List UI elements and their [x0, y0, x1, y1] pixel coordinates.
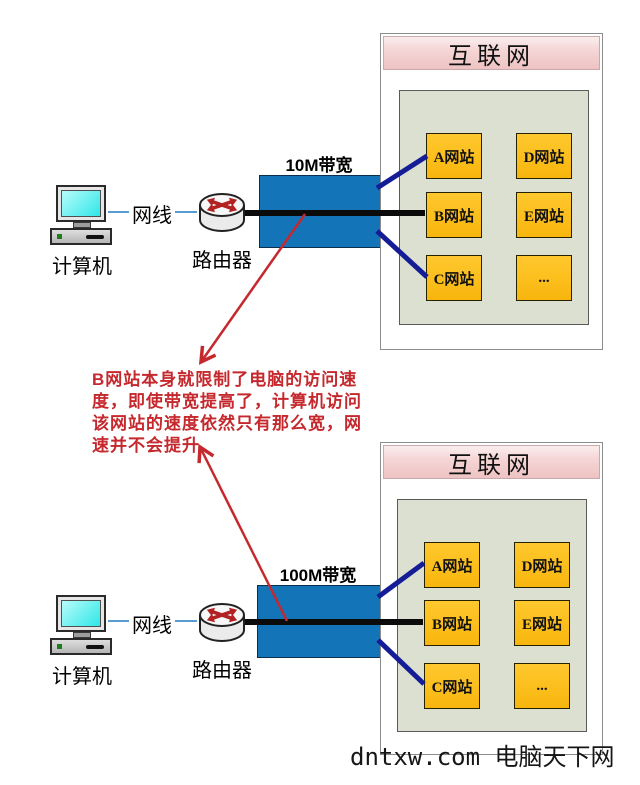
site-box-c-top: C网站 [426, 255, 482, 301]
site-box-more-top: ... [516, 255, 572, 301]
site-box-a-bottom: A网站 [424, 542, 480, 588]
internet-inner-panel-top: A网站 B网站 C网站 D网站 E网站 ... [399, 90, 589, 325]
internet-box-top: 互联网 A网站 B网站 C网站 D网站 E网站 ... [380, 33, 603, 350]
bandwidth-box-10m [259, 175, 381, 248]
internet-box-bottom: 互联网 A网站 B网站 C网站 D网站 E网站 ... [380, 442, 603, 755]
watermark-text: dntxw.com 电脑天下网 [350, 743, 615, 771]
site-box-more-bottom: ... [514, 663, 570, 709]
site-box-e-top: E网站 [516, 192, 572, 238]
internet-inner-panel-bottom: A网站 B网站 C网站 D网站 E网站 ... [397, 499, 587, 732]
site-box-b-top: B网站 [426, 192, 482, 238]
router-arrows-icon [206, 197, 238, 213]
annotation-line-2: 度，即使带宽提高了，计算机访问 [92, 392, 362, 411]
site-box-e-bottom: E网站 [514, 600, 570, 646]
monitor-screen [61, 600, 101, 627]
computer-label: 计算机 [52, 666, 112, 688]
router-label: 路由器 [192, 250, 252, 272]
monitor-icon [56, 185, 106, 222]
site-box-a-top: A网站 [426, 133, 482, 179]
annotation-line-3: 该网站的速度依然只有那么宽，网 [92, 414, 362, 433]
annotation-line-4: 速并不会提升 [92, 436, 200, 455]
computer-case-icon [50, 638, 112, 655]
annotation-text: B网站本身就限制了电脑的访问速 度，即使带宽提高了，计算机访问 该网站的速度依然… [92, 369, 362, 457]
router-label: 路由器 [192, 660, 252, 682]
monitor-stand [73, 632, 91, 638]
router-glyph [199, 193, 245, 232]
monitor-stand [73, 222, 91, 228]
router-icon-top: 路由器 [192, 191, 252, 273]
computer-icon-top: 计算机 [50, 185, 114, 279]
power-led [57, 644, 62, 649]
site-box-d-top: D网站 [516, 133, 572, 179]
computer-label: 计算机 [52, 256, 112, 278]
drive-slot [86, 235, 104, 239]
monitor-icon [56, 595, 106, 632]
bandwidth-label-100m: 100M带宽 [279, 566, 357, 585]
bandwidth-box-100m [257, 585, 381, 658]
site-box-c-bottom: C网站 [424, 663, 480, 709]
router-glyph [199, 603, 245, 642]
site-box-b-bottom: B网站 [424, 600, 480, 646]
drive-slot [86, 645, 104, 649]
monitor-screen [61, 190, 101, 217]
cable-label-top: 网线 [129, 199, 175, 228]
annotation-arrowhead-top [198, 345, 217, 365]
internet-title-bottom: 互联网 [383, 445, 600, 479]
site-box-d-bottom: D网站 [514, 542, 570, 588]
bandwidth-label-10m: 10M带宽 [285, 156, 353, 175]
computer-icon-bottom: 计算机 [50, 595, 114, 689]
power-led [57, 234, 62, 239]
annotation-line-1: B网站本身就限制了电脑的访问速 [92, 370, 358, 389]
cable-label-bottom: 网线 [129, 609, 175, 638]
computer-case-icon [50, 228, 112, 245]
internet-title-top: 互联网 [383, 36, 600, 70]
router-icon-bottom: 路由器 [192, 601, 252, 683]
